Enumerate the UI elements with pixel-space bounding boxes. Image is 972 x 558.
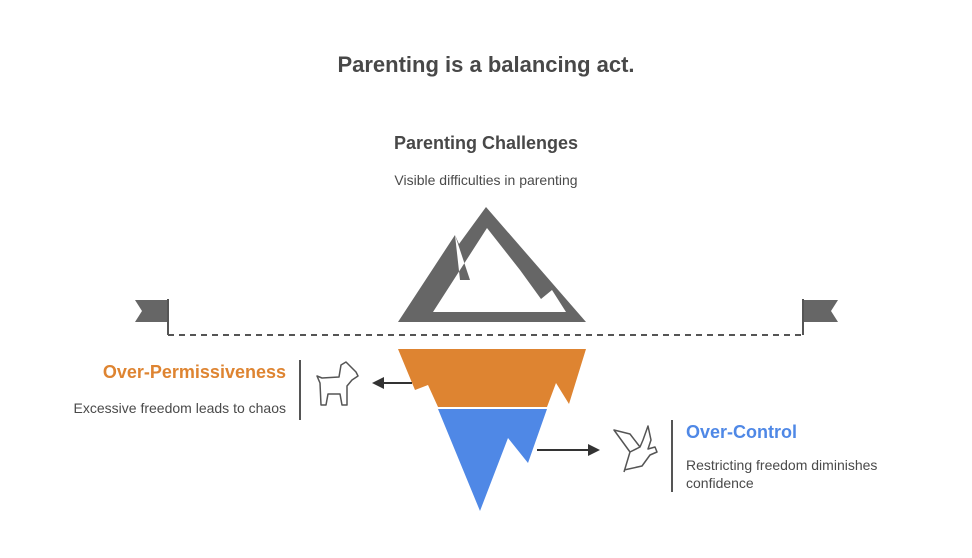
over-control-heading: Over-Control (686, 422, 798, 442)
parenting-challenges-description: Visible difficulties in parenting (394, 172, 578, 188)
right-arrow (537, 444, 600, 456)
iceberg-orange-layer (398, 349, 586, 407)
right-flag-icon (802, 299, 838, 335)
page-title: Parenting is a balancing act. (337, 52, 635, 77)
left-flag-icon (135, 299, 169, 335)
mountain-icon (398, 207, 586, 322)
left-arrow (372, 377, 412, 389)
dog-icon (316, 361, 359, 406)
iceberg-blue-layer (438, 409, 547, 511)
bird-icon (613, 425, 658, 473)
parenting-challenges-heading: Parenting Challenges (393, 133, 579, 153)
over-control-description: Restricting freedom diminishes confidenc… (686, 457, 878, 491)
over-permissiveness-heading: Over-Permissiveness (102, 362, 286, 382)
over-permissiveness-description: Excessive freedom leads to chaos (73, 400, 286, 416)
